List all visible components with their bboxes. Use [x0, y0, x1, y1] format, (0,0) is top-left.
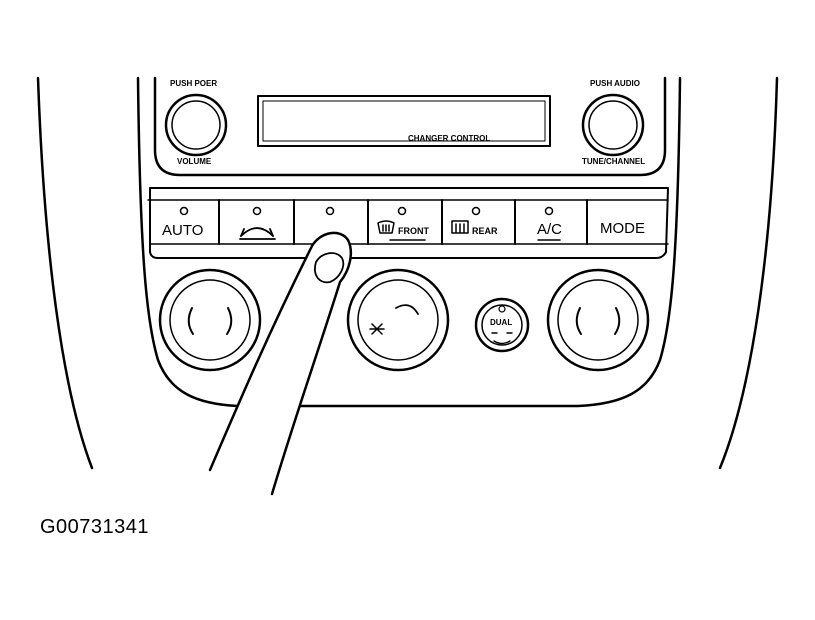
bezel-inner-right [236, 76, 682, 408]
dual-seat-icon [491, 332, 513, 345]
bezel-inner-left [136, 76, 240, 408]
audio-panel [153, 76, 667, 177]
front-led [397, 206, 407, 216]
recirculation-icon [239, 227, 276, 240]
auto-led [179, 206, 189, 216]
ac-button[interactable]: A/C [537, 221, 562, 238]
auto-button[interactable]: AUTO [162, 222, 203, 239]
front-button[interactable]: FRONT [398, 226, 429, 236]
bezel-outer-right [718, 76, 779, 470]
volume-knob[interactable] [164, 93, 228, 157]
figure-id: G00731341 [40, 516, 150, 538]
left-temp-knob[interactable] [158, 268, 262, 372]
fan-speed-knob[interactable] [346, 268, 450, 372]
push-audio-label: PUSH AUDIO [590, 79, 640, 88]
fan-icon [369, 323, 385, 335]
mode-button[interactable]: MODE [600, 220, 645, 237]
recirc-led [252, 206, 262, 216]
push-power-label: PUSH POER [170, 79, 217, 88]
dual-button[interactable] [474, 297, 530, 353]
volume-label: VOLUME [177, 157, 212, 166]
tune-channel-label: TUNE/CHANNEL [582, 157, 645, 166]
changer-display [257, 95, 551, 147]
ac-led [544, 206, 554, 216]
dual-label: DUAL [490, 318, 512, 327]
changer-control-label: CHANGER CONTROL [408, 134, 490, 143]
windshield-defrost-icon [377, 220, 395, 234]
finger-icon [208, 231, 352, 496]
pressed-button-led [325, 206, 335, 216]
tune-knob[interactable] [581, 93, 645, 157]
rear-defrost-icon [451, 220, 469, 234]
rear-led [471, 206, 481, 216]
bezel-outer-left [36, 76, 94, 470]
right-temp-knob[interactable] [546, 268, 650, 372]
climate-panel [149, 187, 669, 259]
rear-button[interactable]: REAR [472, 226, 498, 236]
